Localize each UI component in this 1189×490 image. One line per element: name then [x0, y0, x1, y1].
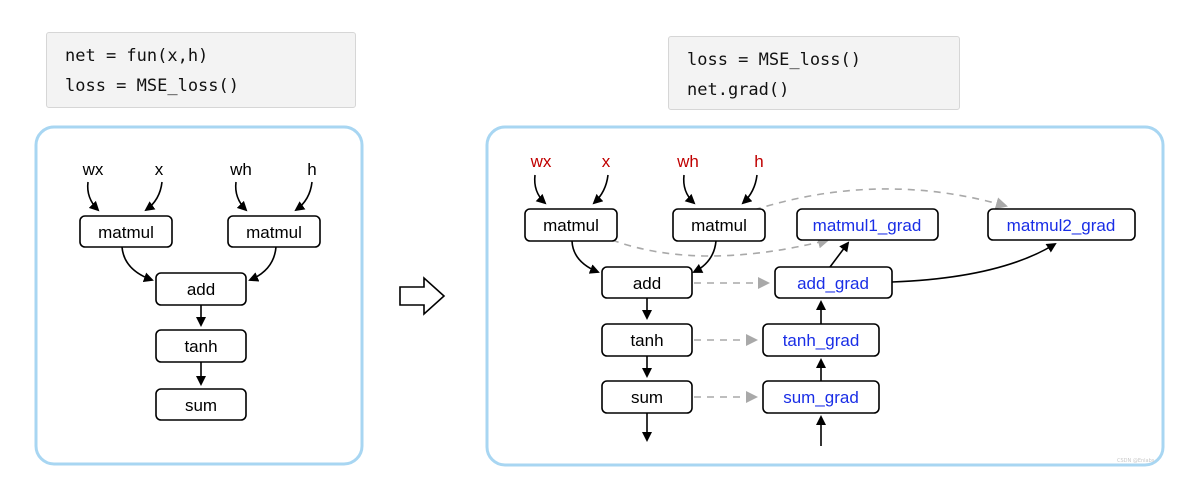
edge	[144, 181, 163, 212]
input-label-wx: wx	[530, 152, 552, 171]
edge	[829, 241, 850, 268]
node-tanh: tanh	[601, 323, 693, 357]
code-line: net = fun(x,h)	[65, 46, 209, 66]
node-add: add	[601, 266, 693, 299]
node-tanh-grad: tanh_grad	[762, 323, 880, 357]
node-label: tanh_grad	[783, 331, 860, 350]
code-block-right: loss = MSE_loss() net.grad()	[668, 36, 960, 110]
hollow-right-arrow-icon	[399, 276, 446, 316]
node-label: add_grad	[797, 274, 869, 293]
node-label: matmul	[246, 223, 302, 242]
watermark: CSDN @Enlabs	[1117, 458, 1155, 464]
node-label: tanh	[630, 331, 663, 350]
node-matmul-1: matmul	[79, 215, 173, 248]
edge	[891, 242, 1057, 283]
edge	[741, 174, 758, 205]
node-label: tanh	[184, 337, 217, 356]
node-matmul-2: matmul	[227, 215, 321, 248]
node-matmul-2: matmul	[672, 208, 766, 242]
code-line: net.grad()	[687, 80, 790, 100]
node-label: matmul2_grad	[1007, 216, 1116, 235]
node-label: add	[187, 280, 215, 299]
edge	[248, 246, 277, 282]
node-matmul1-grad: matmul1_grad	[796, 208, 939, 241]
input-label-h: h	[754, 152, 763, 171]
edge	[121, 246, 154, 283]
edge	[86, 181, 100, 212]
node-matmul2-grad: matmul2_grad	[987, 208, 1136, 241]
node-label: sum_grad	[783, 388, 859, 407]
input-label-h: h	[307, 160, 316, 179]
node-sum: sum	[155, 388, 247, 421]
edge	[533, 174, 547, 205]
dashed-edge-matmul1-to-grad	[611, 236, 830, 257]
code-line: loss = MSE_loss()	[65, 76, 239, 96]
node-label: matmul	[691, 216, 747, 235]
edge	[571, 240, 600, 274]
node-label: add	[633, 274, 661, 293]
node-label: matmul1_grad	[813, 216, 922, 235]
input-label-wx: wx	[82, 160, 104, 179]
node-sum-grad: sum_grad	[762, 380, 880, 414]
edge	[692, 240, 717, 273]
node-label: sum	[185, 396, 217, 415]
node-label: matmul	[543, 216, 599, 235]
node-matmul-1: matmul	[524, 208, 618, 242]
edge	[294, 181, 313, 212]
input-label-x: x	[155, 160, 164, 179]
code-block-left: net = fun(x,h) loss = MSE_loss()	[46, 32, 356, 108]
dashed-edge-matmul2-to-grad	[753, 188, 1008, 211]
input-label-wh: wh	[676, 152, 699, 171]
input-label-wh: wh	[229, 160, 252, 179]
input-label-x: x	[602, 152, 611, 171]
edge	[592, 174, 609, 205]
node-label: sum	[631, 388, 663, 407]
node-add-grad: add_grad	[774, 266, 893, 299]
node-add: add	[155, 272, 247, 306]
edge	[682, 174, 696, 205]
node-sum: sum	[601, 380, 693, 414]
edge	[234, 181, 248, 212]
node-tanh: tanh	[155, 329, 247, 363]
node-label: matmul	[98, 223, 154, 242]
code-line: loss = MSE_loss()	[687, 50, 861, 70]
